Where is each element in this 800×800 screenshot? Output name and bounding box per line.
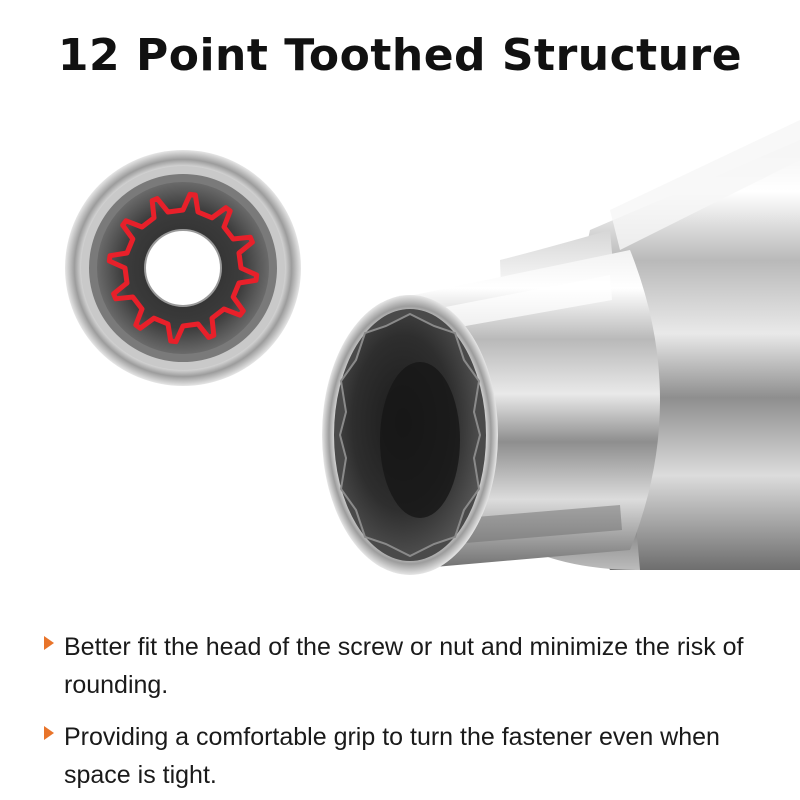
feature-text: Better fit the head of the screw or nut … <box>64 633 744 699</box>
triangle-bullet-icon <box>44 636 54 650</box>
socket-top-view <box>65 150 301 386</box>
triangle-bullet-icon <box>44 726 54 740</box>
page-title: 12 Point Toothed Structure <box>57 30 743 81</box>
socket-side-view <box>322 120 800 575</box>
feature-text: Providing a comfortable grip to turn the… <box>64 723 720 789</box>
twelve-point-highlight <box>106 191 260 345</box>
feature-list: Better fit the head of the screw or nut … <box>44 628 764 800</box>
feature-item: Better fit the head of the screw or nut … <box>44 628 764 704</box>
product-photo <box>65 120 800 575</box>
feature-item: Providing a comfortable grip to turn the… <box>44 718 764 794</box>
